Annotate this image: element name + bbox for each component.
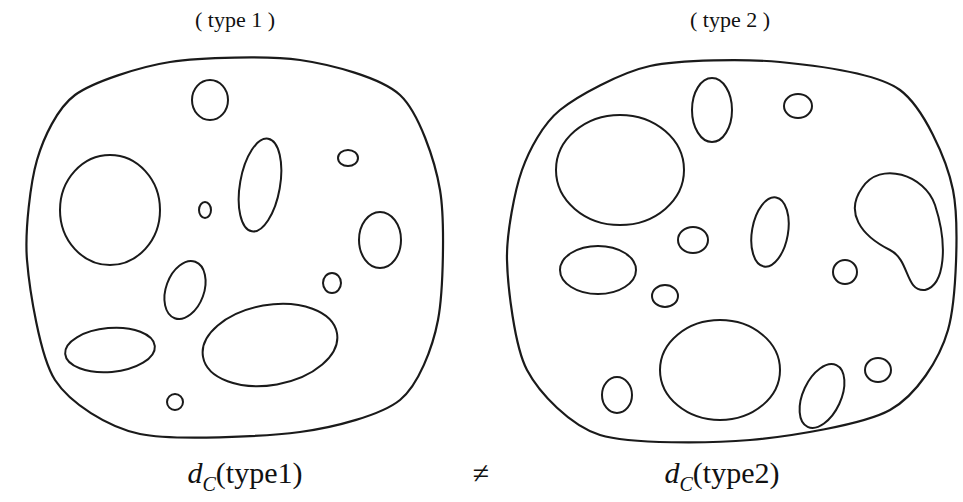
lotus-section: ( type 2 ) [500,6,960,448]
hole [692,78,732,142]
distance-symbol: d [188,456,203,489]
hole [157,255,213,324]
hole [192,80,228,120]
hole [833,260,857,284]
hole [359,212,401,268]
hole [556,115,684,225]
hole [746,194,794,269]
hole [196,294,344,396]
section-outline [20,6,450,448]
hole [790,357,853,435]
hole [560,246,636,294]
outer-rim [507,60,956,442]
not-equal-sign: ≠ [473,456,489,489]
argument: (type2) [693,456,780,489]
hole [167,394,183,410]
formula: ≠ [473,455,489,491]
subscript: C [203,473,216,495]
hole [652,285,678,307]
hole [60,155,160,265]
hole [602,377,632,413]
hole [865,358,891,382]
formula: dC(type1) [188,455,303,502]
distance-symbol: d [665,456,680,489]
section-outline [500,6,960,448]
hole [855,173,943,290]
hole [678,227,708,253]
hole [784,94,812,118]
argument: (type1) [216,456,303,489]
hole [338,150,358,166]
hole [232,135,288,235]
lotus-section: ( type 1 ) [20,6,450,448]
hole [323,273,341,293]
type-heading: ( type 2 ) [500,6,960,34]
type-heading: ( type 1 ) [20,6,450,34]
hole [660,320,780,420]
outer-rim [26,57,443,437]
hole [199,202,211,218]
hole [63,324,156,376]
subscript: C [680,473,693,495]
formula: dC(type2) [665,455,780,502]
